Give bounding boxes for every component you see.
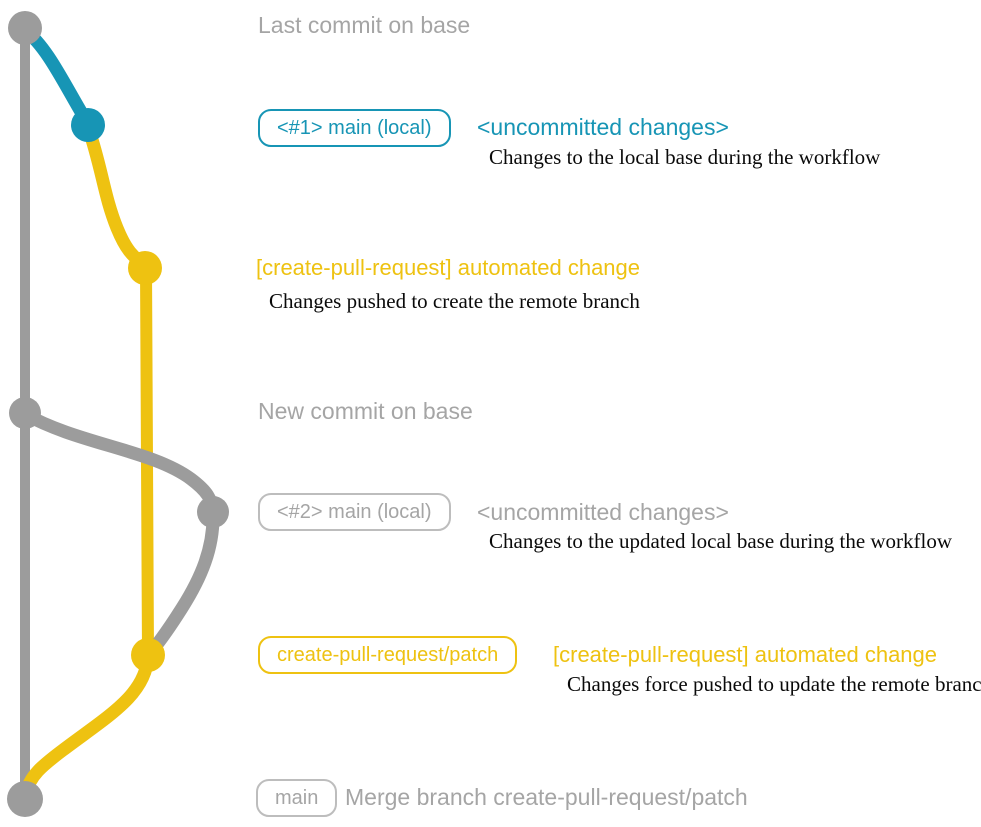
commit-dot-merge	[7, 781, 43, 817]
gray-update-curve-upper	[18, 407, 220, 520]
branch-badge-main-merge: main	[256, 779, 338, 817]
commit-dot-uncommitted-1	[71, 108, 105, 142]
automated-change-title-2: [create-pull-request] automated change	[553, 642, 938, 667]
uncommitted-changes-label-1: <uncommitted changes>	[477, 114, 729, 140]
commit-dot-last-base	[8, 11, 42, 45]
commit-dot-automated-1	[128, 251, 162, 285]
row2-description: Changes pushed to create the remote bran…	[269, 289, 640, 313]
yellow-branch-curve	[81, 120, 153, 273]
new-commit-label: New commit on base	[258, 398, 473, 424]
last-commit-label: Last commit on base	[258, 12, 471, 38]
branch-badge-main-1: <#1> main (local)	[258, 109, 451, 147]
commit-dot-automated-2	[131, 638, 165, 672]
yellow-merge-curve	[19, 649, 155, 801]
automated-change-title-1: [create-pull-request] automated change	[256, 255, 641, 280]
commit-dot-new-base	[9, 397, 41, 429]
blue-branch-curve	[18, 23, 94, 129]
uncommitted-changes-label-2: <uncommitted changes>	[477, 499, 729, 525]
row1-description: Changes to the local base during the wor…	[489, 145, 881, 169]
row3-description: Changes to the updated local base during…	[489, 529, 953, 553]
gray-update-curve-lower	[144, 506, 220, 659]
commit-dot-uncommitted-2	[197, 496, 229, 528]
merge-commit-label: Merge branch create-pull-request/patch	[345, 784, 748, 810]
branch-badge-main-2: <#2> main (local)	[258, 493, 451, 531]
branch-badge-patch: create-pull-request/patch	[258, 636, 518, 674]
row4-description: Changes force pushed to update the remot…	[567, 672, 981, 696]
